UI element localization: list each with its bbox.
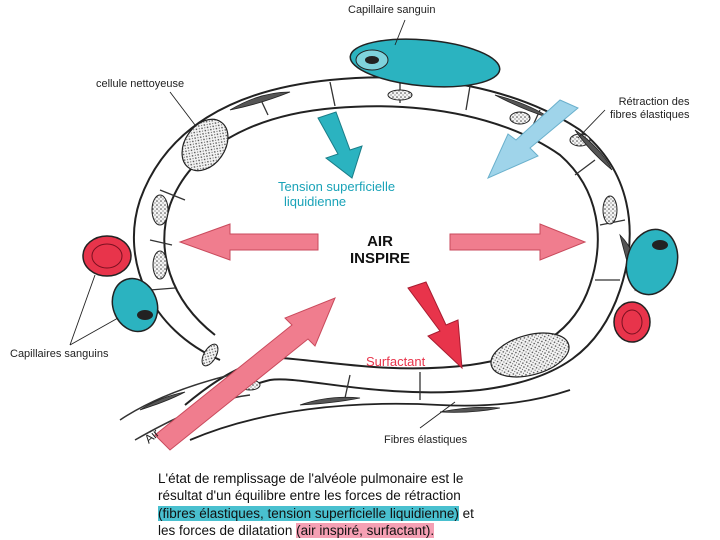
capillary-left-red bbox=[82, 235, 132, 277]
alveolar-wall-inner bbox=[163, 105, 599, 406]
surfactant-arrow bbox=[407, 281, 463, 370]
caption-line4-start: les forces de dilatation bbox=[158, 522, 297, 538]
label-retraction-line1: Rétraction des bbox=[618, 96, 690, 108]
lower-wall bbox=[189, 389, 571, 441]
label-tension-line2: liquidienne bbox=[284, 193, 347, 209]
caption-retraction-forces: (fibres élastiques, tension superficiell… bbox=[158, 505, 459, 521]
capillary-right-teal bbox=[625, 228, 679, 296]
label-capillaire-top: Capillaire sanguin bbox=[348, 4, 436, 16]
tension-arrow bbox=[317, 111, 363, 179]
caption-dilatation-forces: (air inspiré, surfactant). bbox=[296, 522, 435, 538]
retraction-arrow bbox=[487, 99, 579, 179]
dotted-cell bbox=[181, 118, 229, 172]
label-tension-line1: Tension superficielle bbox=[278, 179, 396, 194]
label-retraction: Rétraction des fibres élastiques bbox=[610, 96, 690, 121]
label-air-inspire: AIR INSPIRE bbox=[340, 233, 420, 268]
label-surfactant: Surfactant bbox=[366, 354, 426, 369]
label-fibres-elastiques: Fibres élastiques bbox=[384, 434, 468, 446]
caption-line3: (fibres élastiques, tension superficiell… bbox=[158, 505, 578, 522]
air-arrow bbox=[154, 297, 336, 451]
dotted-cell bbox=[602, 195, 618, 225]
alveolar-wall-outer bbox=[132, 76, 631, 431]
caption: L'état de remplissage de l'alvéole pulmo… bbox=[158, 470, 578, 539]
caption-line2: résultat d'un équilibre entre les forces… bbox=[158, 488, 461, 504]
label-retraction-line2: fibres élastiques bbox=[610, 108, 690, 121]
dotted-cell bbox=[387, 89, 413, 101]
label-inspire: INSPIRE bbox=[349, 250, 410, 268]
capillary-right-red bbox=[613, 301, 651, 343]
capillary-left-teal bbox=[111, 277, 159, 333]
right-pink-arrow bbox=[449, 223, 587, 261]
caption-line1: L'état de remplissage de l'alvéole pulmo… bbox=[158, 471, 464, 486]
dotted-cell bbox=[509, 111, 531, 125]
caption-line3-rest: et bbox=[458, 505, 474, 521]
dotted-cell bbox=[152, 250, 168, 280]
dotted-cell bbox=[201, 343, 219, 367]
label-cellule-nettoyeuse: cellule nettoyeuse bbox=[96, 78, 185, 90]
caption-line4: les forces de dilatation (air inspiré, s… bbox=[158, 522, 578, 539]
dotted-cell bbox=[151, 194, 169, 226]
left-pink-arrow bbox=[178, 223, 319, 261]
capillary-top bbox=[349, 38, 501, 88]
label-capillaires-sanguins: Capillaires sanguins bbox=[10, 348, 109, 360]
label-tension: Tension superficielle liquidienne bbox=[278, 179, 396, 210]
label-air: AIR bbox=[367, 233, 393, 250]
leader-lines bbox=[69, 19, 606, 429]
dotted-cell bbox=[490, 332, 570, 378]
